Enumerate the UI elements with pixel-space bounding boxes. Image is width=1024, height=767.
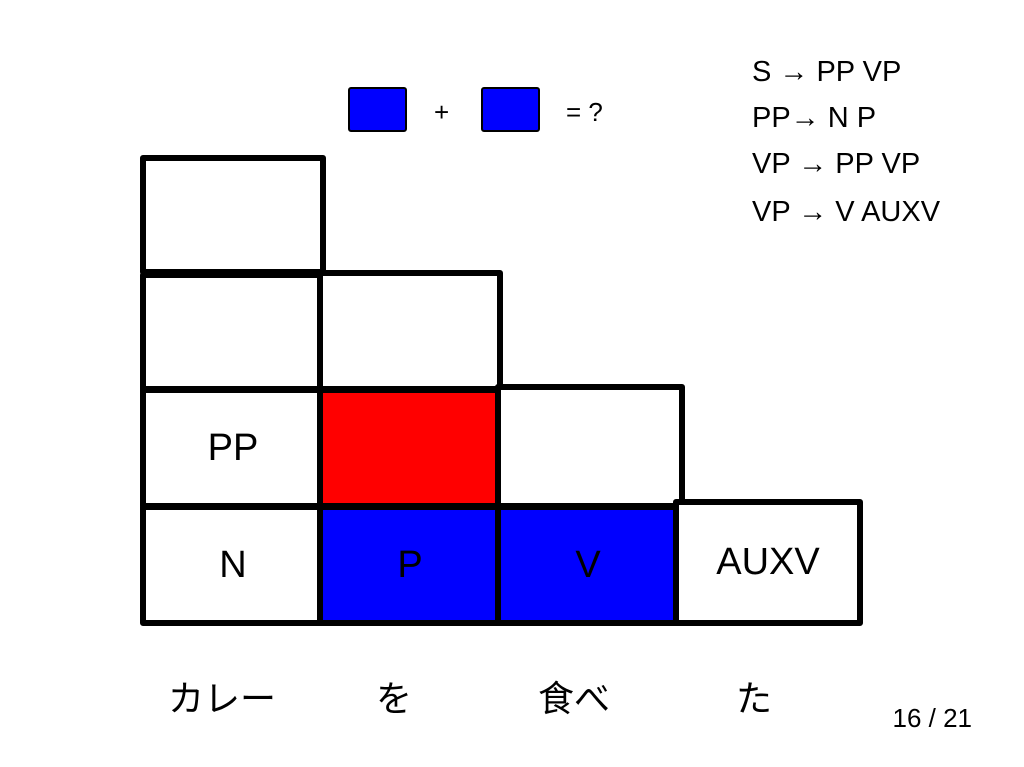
chart-cell-r2c2-highlight	[317, 387, 503, 509]
word-3: 食べ	[538, 679, 611, 720]
chart-cell-r2c1: PP	[140, 387, 326, 509]
grammar-rule-2: PP→ N P	[752, 102, 877, 134]
chart-cell-r1c3-highlight: V	[495, 504, 681, 626]
legend-plus: +	[434, 97, 450, 127]
grammar-rule-4: VP → V AUXV	[752, 196, 941, 228]
word-4: た	[736, 679, 773, 720]
page-number: 16 / 21	[892, 703, 972, 733]
chart-cell-r1c4: AUXV	[673, 499, 863, 626]
word-2: を	[376, 679, 413, 720]
grammar-rule-1: S → PP VP	[752, 56, 902, 88]
chart-cell-r1c1: N	[140, 504, 326, 626]
grammar-rule-3: VP → PP VP	[752, 148, 921, 180]
chart-cell-r3c2	[317, 270, 503, 392]
legend-equals: = ?	[566, 97, 603, 127]
legend-blue-box-right	[481, 87, 540, 132]
chart-cell-r1c2-highlight: P	[317, 504, 503, 626]
chart-cell-r4c1	[140, 155, 326, 275]
word-1: カレー	[168, 679, 277, 720]
chart-cell-r3c1	[140, 272, 326, 392]
chart-cell-r2c3	[495, 384, 685, 509]
legend-blue-box-left	[348, 87, 407, 132]
